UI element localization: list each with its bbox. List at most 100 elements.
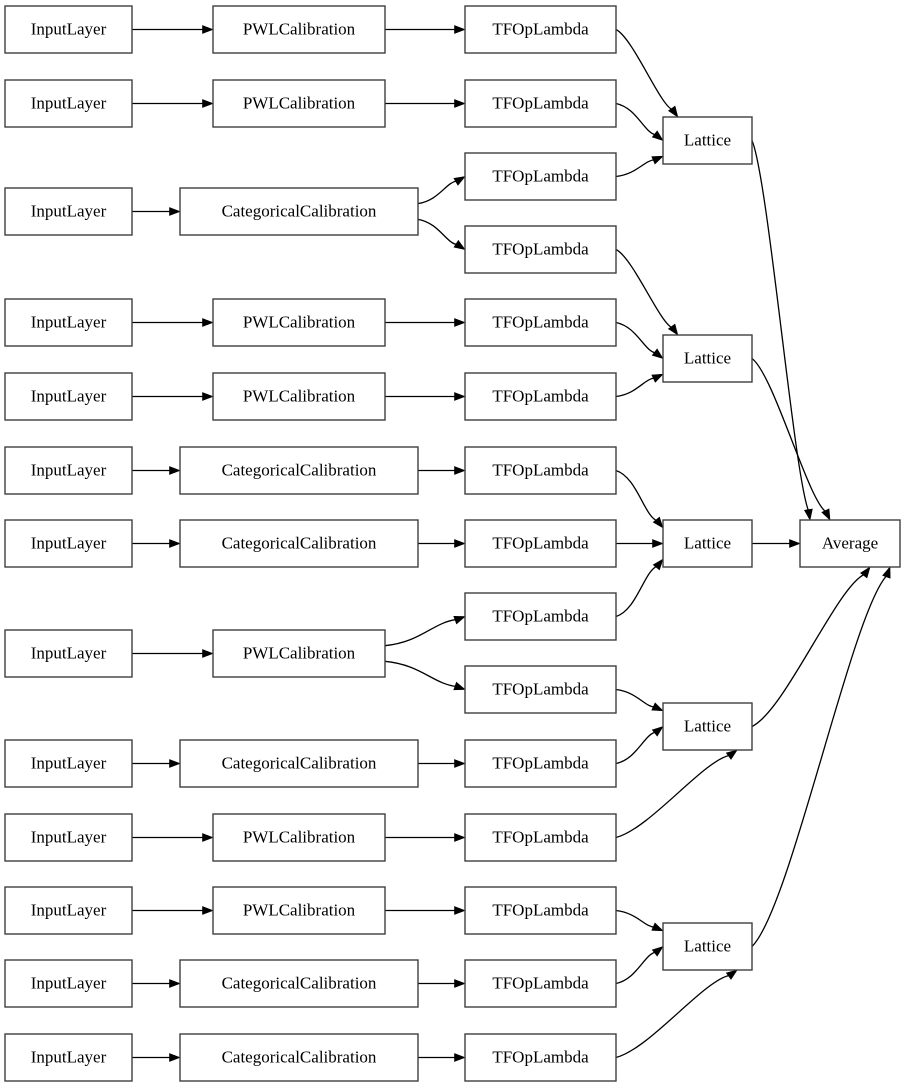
node-input-layer-in3[interactable]: InputLayer	[4, 187, 133, 236]
node-input-layer-in8[interactable]: InputLayer	[4, 629, 133, 678]
node-tfop-lambda-lam1[interactable]: TFOpLambda	[464, 5, 617, 54]
node-tfop-lambda-lam4[interactable]: TFOpLambda	[464, 225, 617, 274]
node-lattice-lat4[interactable]: Lattice	[662, 702, 753, 751]
node-box[interactable]	[212, 298, 386, 347]
node-tfop-lambda-lam2[interactable]: TFOpLambda	[464, 79, 617, 128]
node-pwlcalibration-cal10[interactable]: PWLCalibration	[212, 813, 386, 862]
node-box[interactable]	[464, 446, 617, 495]
node-pwlcalibration-cal5[interactable]: PWLCalibration	[212, 372, 386, 421]
node-tfop-lambda-lam13[interactable]: TFOpLambda	[464, 886, 617, 935]
node-categorical-calibration-cal13[interactable]: CategoricalCalibration	[179, 1033, 419, 1082]
node-categorical-calibration-cal6[interactable]: CategoricalCalibration	[179, 446, 419, 495]
node-input-layer-in9[interactable]: InputLayer	[4, 739, 133, 788]
node-box[interactable]	[212, 629, 386, 678]
node-input-layer-in11[interactable]: InputLayer	[4, 886, 133, 935]
node-label: InputLayer	[31, 201, 107, 220]
node-pwlcalibration-cal11[interactable]: PWLCalibration	[212, 886, 386, 935]
node-input-layer-in7[interactable]: InputLayer	[4, 519, 133, 568]
node-box[interactable]	[464, 79, 617, 128]
node-tfop-lambda-lam7[interactable]: TFOpLambda	[464, 446, 617, 495]
node-input-layer-in2[interactable]: InputLayer	[4, 79, 133, 128]
node-box[interactable]	[464, 665, 617, 714]
node-box[interactable]	[662, 922, 753, 971]
node-categorical-calibration-cal7[interactable]: CategoricalCalibration	[179, 519, 419, 568]
node-tfop-lambda-lam5[interactable]: TFOpLambda	[464, 298, 617, 347]
node-box[interactable]	[179, 1033, 419, 1082]
node-box[interactable]	[464, 886, 617, 935]
node-tfop-lambda-lam15[interactable]: TFOpLambda	[464, 1033, 617, 1082]
node-tfop-lambda-lam12[interactable]: TFOpLambda	[464, 813, 617, 862]
node-tfop-lambda-lam6[interactable]: TFOpLambda	[464, 372, 617, 421]
node-box[interactable]	[464, 1033, 617, 1082]
node-box[interactable]	[4, 813, 133, 862]
node-box[interactable]	[4, 372, 133, 421]
node-box[interactable]	[4, 298, 133, 347]
node-box[interactable]	[464, 372, 617, 421]
arrowhead-icon	[454, 539, 466, 548]
node-categorical-calibration-cal12[interactable]: CategoricalCalibration	[179, 959, 419, 1008]
node-categorical-calibration-cal3[interactable]: CategoricalCalibration	[179, 187, 419, 236]
node-box[interactable]	[4, 446, 133, 495]
node-input-layer-in10[interactable]: InputLayer	[4, 813, 133, 862]
node-box[interactable]	[4, 959, 133, 1008]
node-box[interactable]	[4, 79, 133, 128]
node-input-layer-in4[interactable]: InputLayer	[4, 298, 133, 347]
node-lattice-lat5[interactable]: Lattice	[662, 922, 753, 971]
node-box[interactable]	[464, 959, 617, 1008]
node-box[interactable]	[212, 79, 386, 128]
node-tfop-lambda-lam9[interactable]: TFOpLambda	[464, 592, 617, 641]
node-box[interactable]	[464, 592, 617, 641]
node-average-avg[interactable]: Average	[799, 519, 901, 568]
node-pwlcalibration-cal4[interactable]: PWLCalibration	[212, 298, 386, 347]
node-input-layer-in1[interactable]: InputLayer	[4, 5, 133, 54]
node-box[interactable]	[212, 813, 386, 862]
node-box[interactable]	[212, 372, 386, 421]
node-box[interactable]	[179, 446, 419, 495]
node-box[interactable]	[212, 886, 386, 935]
node-tfop-lambda-lam14[interactable]: TFOpLambda	[464, 959, 617, 1008]
node-box[interactable]	[4, 5, 133, 54]
node-pwlcalibration-cal2[interactable]: PWLCalibration	[212, 79, 386, 128]
node-input-layer-in13[interactable]: InputLayer	[4, 1033, 133, 1082]
node-box[interactable]	[4, 629, 133, 678]
node-box[interactable]	[4, 1033, 133, 1082]
node-lattice-lat2[interactable]: Lattice	[662, 334, 753, 383]
node-box[interactable]	[464, 298, 617, 347]
node-box[interactable]	[179, 519, 419, 568]
node-box[interactable]	[464, 5, 617, 54]
node-box[interactable]	[662, 334, 753, 383]
node-box[interactable]	[212, 5, 386, 54]
node-box[interactable]	[464, 739, 617, 788]
node-box[interactable]	[464, 813, 617, 862]
node-box[interactable]	[4, 739, 133, 788]
node-tfop-lambda-lam11[interactable]: TFOpLambda	[464, 739, 617, 788]
node-lattice-lat1[interactable]: Lattice	[662, 116, 753, 165]
node-box[interactable]	[4, 519, 133, 568]
node-box[interactable]	[4, 187, 133, 236]
node-label: PWLCalibration	[243, 93, 356, 112]
node-categorical-calibration-cal9[interactable]: CategoricalCalibration	[179, 739, 419, 788]
node-box[interactable]	[464, 225, 617, 274]
node-box[interactable]	[179, 739, 419, 788]
node-input-layer-in5[interactable]: InputLayer	[4, 372, 133, 421]
node-box[interactable]	[464, 519, 617, 568]
node-box[interactable]	[799, 519, 901, 568]
node-tfop-lambda-lam10[interactable]: TFOpLambda	[464, 665, 617, 714]
node-box[interactable]	[179, 187, 419, 236]
node-box[interactable]	[662, 519, 753, 568]
node-pwlcalibration-cal1[interactable]: PWLCalibration	[212, 5, 386, 54]
node-input-layer-in12[interactable]: InputLayer	[4, 959, 133, 1008]
node-box[interactable]	[179, 959, 419, 1008]
arrowhead-icon	[454, 25, 466, 34]
node-tfop-lambda-lam3[interactable]: TFOpLambda	[464, 152, 617, 201]
node-lattice-lat3[interactable]: Lattice	[662, 519, 753, 568]
node-box[interactable]	[4, 886, 133, 935]
node-box[interactable]	[464, 152, 617, 201]
node-pwlcalibration-cal8[interactable]: PWLCalibration	[212, 629, 386, 678]
node-input-layer-in6[interactable]: InputLayer	[4, 446, 133, 495]
node-box[interactable]	[662, 702, 753, 751]
node-box[interactable]	[662, 116, 753, 165]
edge-lat2-to-avg	[751, 357, 831, 521]
node-tfop-lambda-lam8[interactable]: TFOpLambda	[464, 519, 617, 568]
edge-line	[615, 754, 731, 839]
